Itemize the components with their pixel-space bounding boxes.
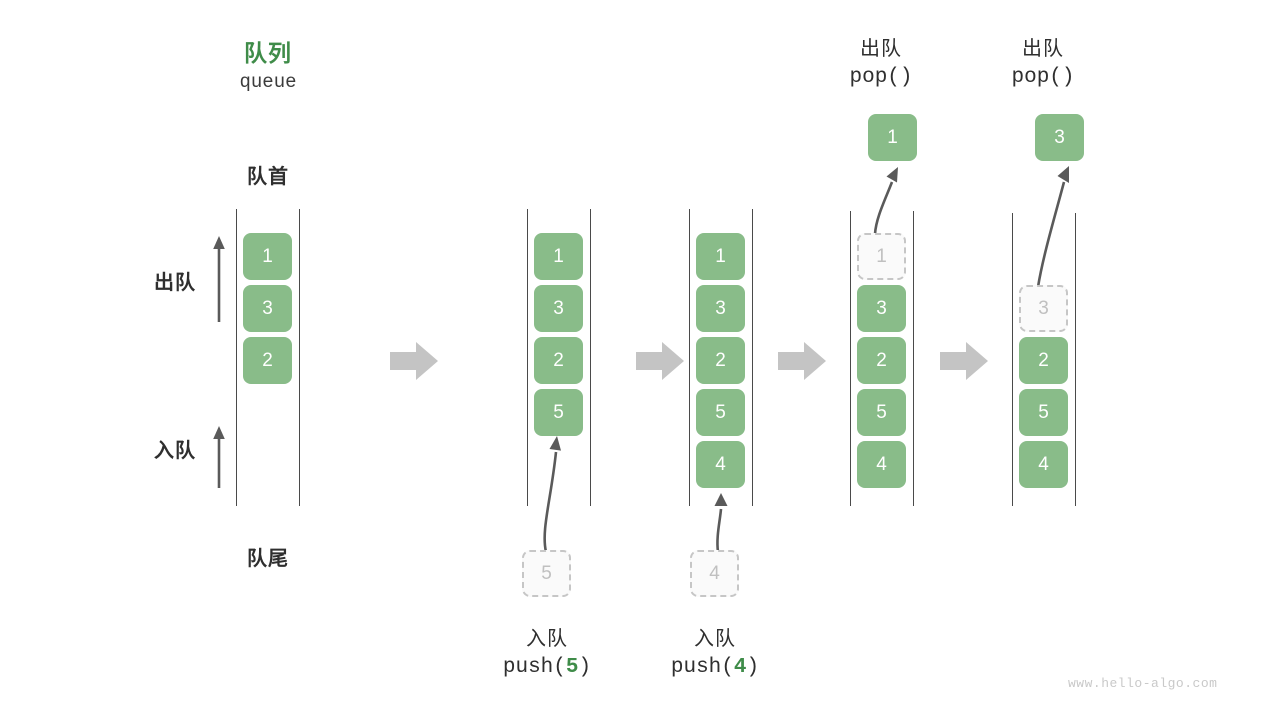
push-code-arg: 4 xyxy=(733,656,747,679)
queue-cell: 4 xyxy=(857,441,906,488)
queue-cell: 1 xyxy=(243,233,292,280)
enqueue-direction-arrow-icon xyxy=(213,426,225,488)
rail-left xyxy=(1012,213,1013,506)
dequeue-side-label: 出队 xyxy=(154,272,196,294)
queue-cell: 3 xyxy=(857,285,906,332)
push-op-label-cn: 入队 xyxy=(694,628,736,650)
rail-right xyxy=(590,209,591,506)
step-right-arrow-icon xyxy=(390,342,438,380)
enqueue-side-label: 入队 xyxy=(154,440,196,462)
incoming-ghost-cell: 4 xyxy=(690,550,739,597)
queue-cell: 1 xyxy=(534,233,583,280)
popped-value-cell: 1 xyxy=(868,114,917,161)
popped-value-cell: 3 xyxy=(1035,114,1084,161)
push-code-prefix: push( xyxy=(502,656,566,679)
removed-ghost-cell: 3 xyxy=(1019,285,1068,332)
pop-op-code: pop() xyxy=(849,66,913,89)
dequeue-direction-arrow-icon xyxy=(213,236,225,322)
queue-cell: 5 xyxy=(696,389,745,436)
push-code-prefix: push( xyxy=(670,656,734,679)
queue-cell: 5 xyxy=(857,389,906,436)
queue-front-label: 队首 xyxy=(247,166,289,188)
pop-op-label-cn: 出队 xyxy=(860,38,902,60)
push-arrow-icon xyxy=(543,436,561,553)
queue-cell: 2 xyxy=(534,337,583,384)
queue-cell: 4 xyxy=(696,441,745,488)
rail-right xyxy=(1075,213,1076,506)
push-arrow-icon xyxy=(714,493,728,553)
queue-title-cn: 队列 xyxy=(244,40,292,66)
rail-left xyxy=(689,209,690,506)
rail-right xyxy=(913,211,914,506)
pop-op-code: pop() xyxy=(1011,66,1075,89)
push-code-suffix: ) xyxy=(578,656,592,679)
push-op-label-cn: 入队 xyxy=(526,628,568,650)
queue-cell: 2 xyxy=(243,337,292,384)
step-right-arrow-icon xyxy=(778,342,826,380)
queue-cell: 2 xyxy=(1019,337,1068,384)
rail-right xyxy=(752,209,753,506)
pop-op-label-cn: 出队 xyxy=(1022,38,1064,60)
rail-left xyxy=(236,209,237,506)
queue-cell: 5 xyxy=(534,389,583,436)
queue-cell: 5 xyxy=(1019,389,1068,436)
push-code-suffix: ) xyxy=(746,656,760,679)
rail-left xyxy=(850,211,851,506)
watermark: www.hello-algo.com xyxy=(1068,676,1218,691)
queue-cell: 3 xyxy=(696,285,745,332)
pop-arrow-icon xyxy=(1036,166,1069,288)
queue-rear-label: 队尾 xyxy=(247,548,289,570)
queue-title-code: queue xyxy=(239,71,297,93)
step-right-arrow-icon xyxy=(940,342,988,380)
queue-cell: 3 xyxy=(243,285,292,332)
pop-arrow-icon xyxy=(873,167,898,235)
queue-cell: 4 xyxy=(1019,441,1068,488)
rail-right xyxy=(299,209,300,506)
removed-ghost-cell: 1 xyxy=(857,233,906,280)
queue-cell: 3 xyxy=(534,285,583,332)
queue-cell: 1 xyxy=(696,233,745,280)
push-op-code: push(4) xyxy=(655,656,775,679)
step-right-arrow-icon xyxy=(636,342,684,380)
queue-cell: 2 xyxy=(857,337,906,384)
queue-cell: 2 xyxy=(696,337,745,384)
push-code-arg: 5 xyxy=(565,656,579,679)
rail-left xyxy=(527,209,528,506)
push-op-code: push(5) xyxy=(487,656,607,679)
incoming-ghost-cell: 5 xyxy=(522,550,571,597)
